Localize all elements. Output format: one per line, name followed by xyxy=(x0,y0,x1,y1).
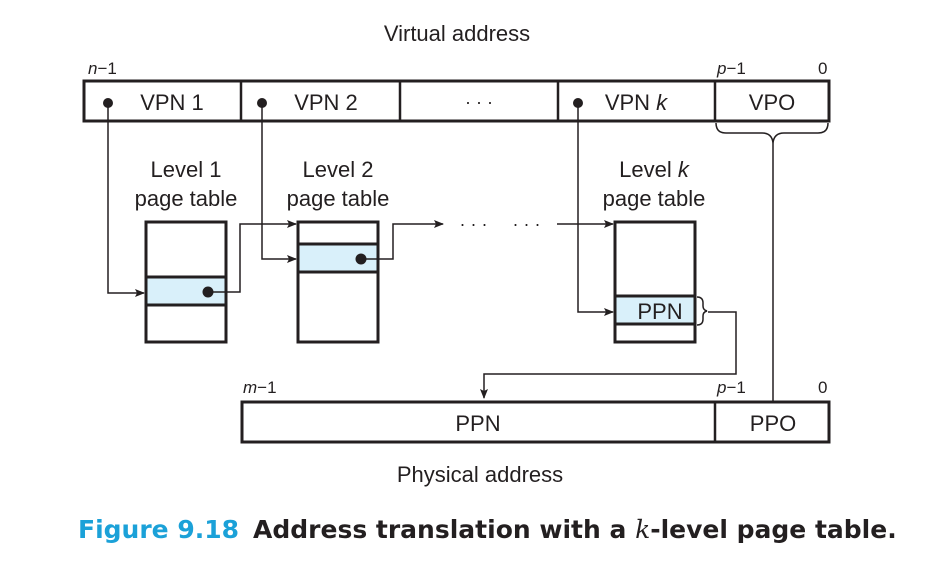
level2-title-line1: Level 2 xyxy=(303,157,374,182)
va-bit-zero-label: 0 xyxy=(818,59,827,78)
vpnk-field: VPN k xyxy=(605,90,668,115)
vpn1-arrow xyxy=(107,103,145,297)
vpn-ellipsis-field: · · · xyxy=(465,92,493,112)
pa-bit-p-minus-1-label: p−1 xyxy=(716,378,746,397)
levelk-page-table xyxy=(613,220,697,344)
va-bit-p-minus-1-label: p−1 xyxy=(716,59,746,78)
ppo-field: PPO xyxy=(750,411,796,436)
vpo-field: VPO xyxy=(749,90,795,115)
virtual-address-title: Virtual address xyxy=(384,21,530,46)
level1-title-line2: page table xyxy=(135,186,238,211)
levelk-ppn-label: PPN xyxy=(637,299,682,324)
levelk-ppn-entry xyxy=(613,294,697,326)
va-bit-high-label: n−1 xyxy=(88,59,117,78)
vpn2-field: VPN 2 xyxy=(294,90,358,115)
vpo-brace xyxy=(715,122,829,144)
level2-to-next-arrow xyxy=(361,220,444,260)
vpn1-field: VPN 1 xyxy=(140,90,204,115)
figure-number: Figure 9.18 xyxy=(78,515,239,544)
virtual-address-register xyxy=(82,79,831,123)
vpn2-arrow xyxy=(261,103,297,263)
ppn-brace xyxy=(696,296,708,326)
pa-bit-high-label: m−1 xyxy=(243,378,277,397)
levelk-title-line2: page table xyxy=(603,186,706,211)
vpnk-arrow xyxy=(577,103,614,316)
level1-page-table xyxy=(144,220,228,344)
levels-ellipsis: · · · · · · xyxy=(460,214,541,234)
ppn-field: PPN xyxy=(455,411,500,436)
pa-bit-zero-label: 0 xyxy=(818,378,827,397)
levelk-title-line1: Level k xyxy=(619,157,690,182)
physical-address-title: Physical address xyxy=(397,462,563,487)
physical-address-register xyxy=(240,400,831,444)
level2-title-line2: page table xyxy=(287,186,390,211)
level1-to-level2-arrow xyxy=(208,220,297,293)
level1-title-line1: Level 1 xyxy=(151,157,222,182)
ppn-to-physical-arrow xyxy=(480,311,737,399)
level2-page-table xyxy=(296,220,380,344)
level1-active-entry xyxy=(144,275,228,307)
